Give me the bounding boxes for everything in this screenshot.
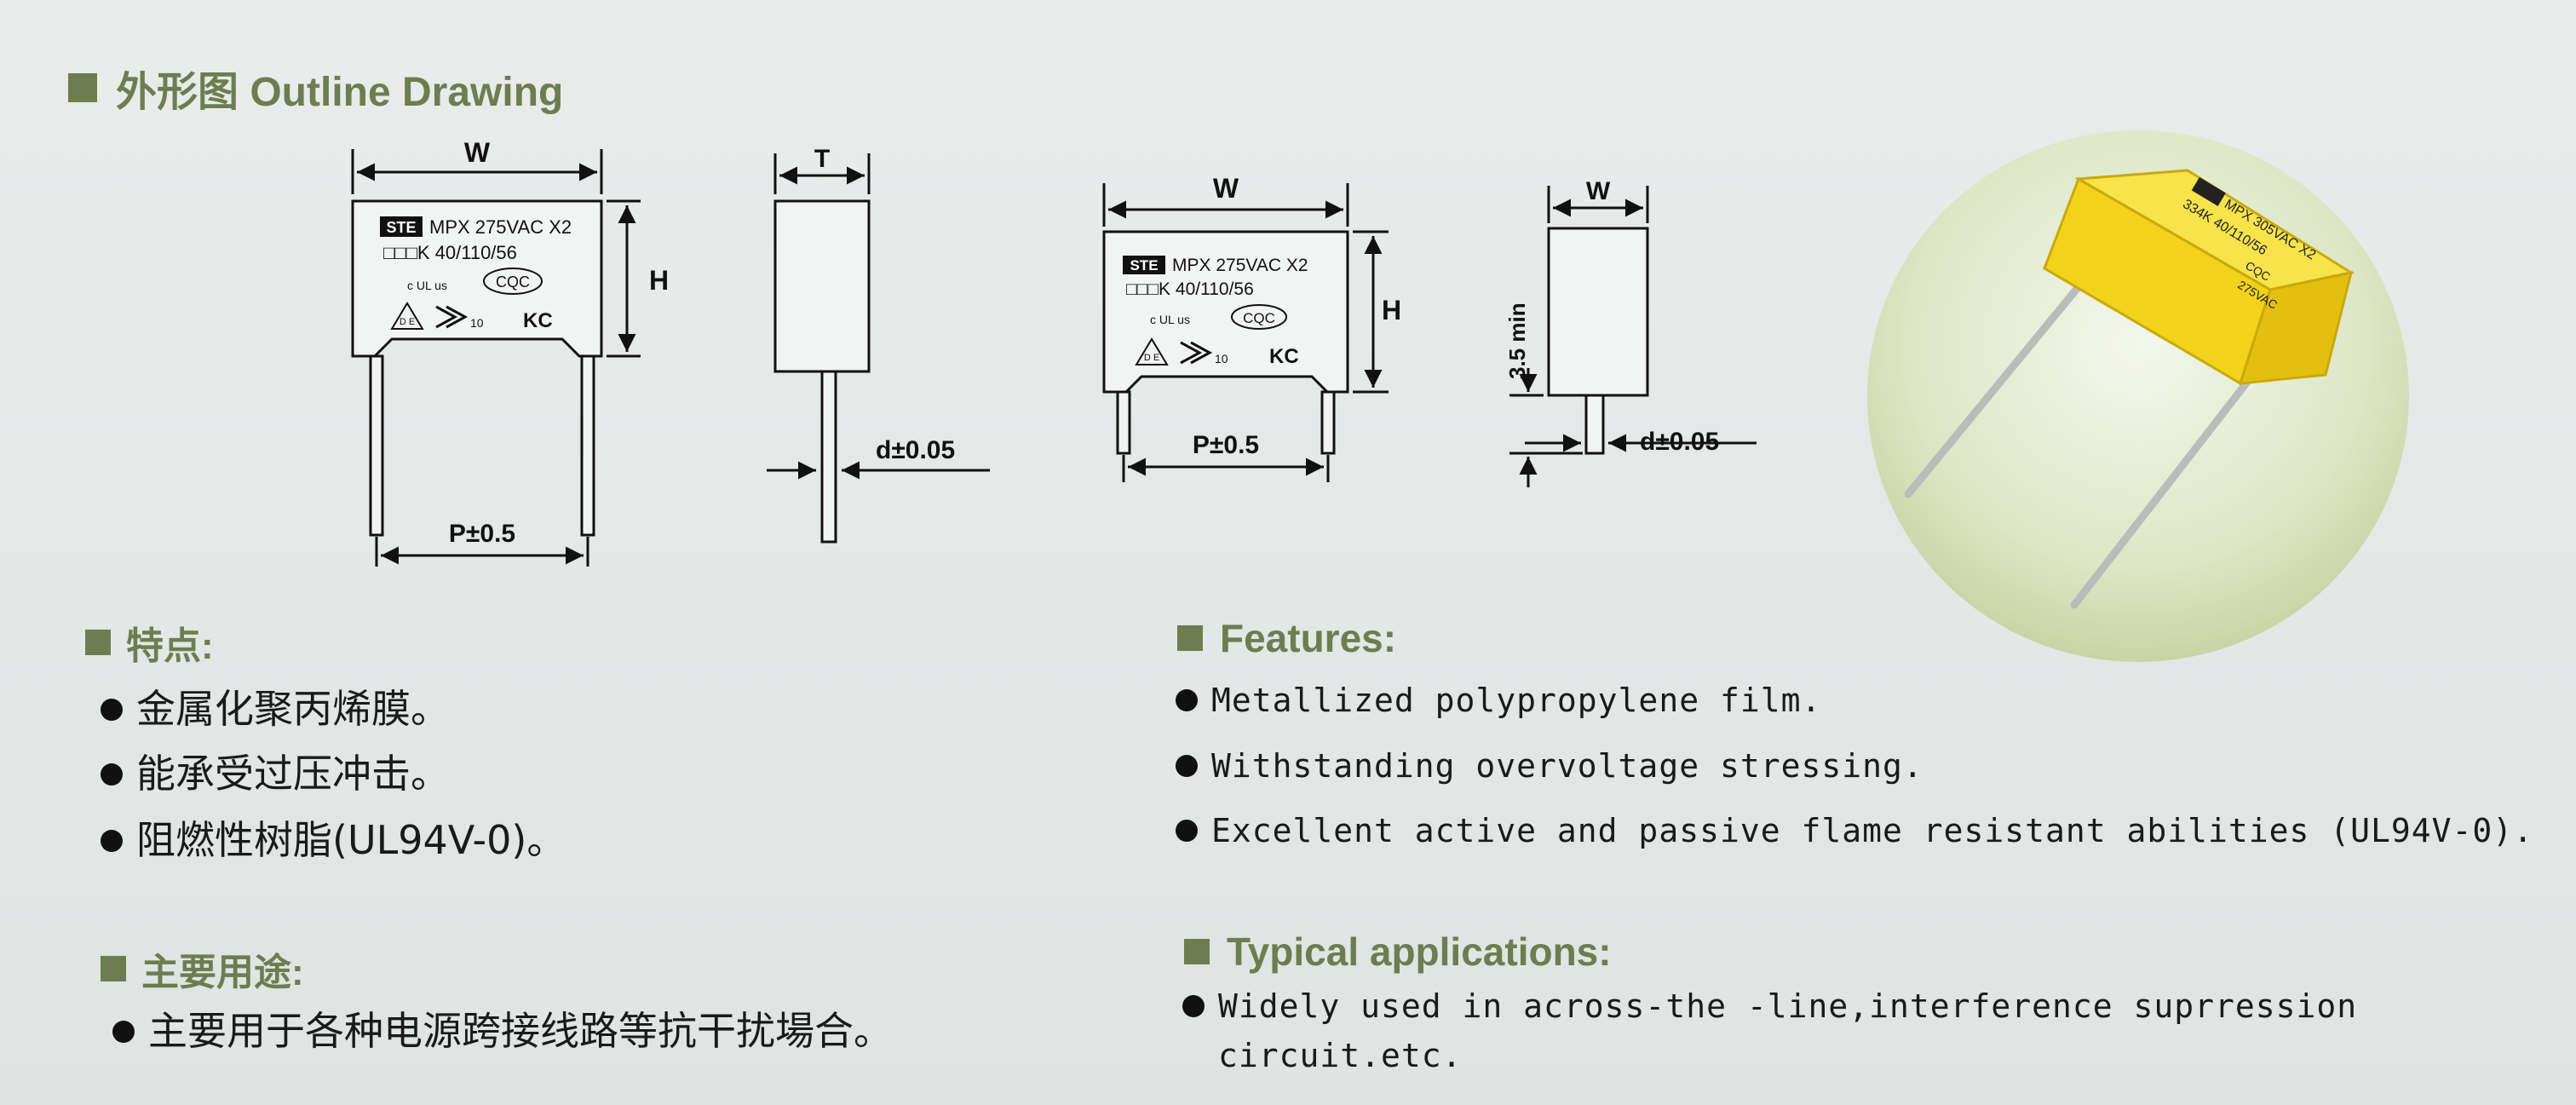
lead-length-label: 3.5 min: [1504, 302, 1530, 379]
outline-title: 外形图 Outline Drawing: [116, 70, 564, 115]
applications-en-heading: Typical applications:: [1184, 929, 1612, 975]
brand-logo-2: STE: [1130, 257, 1158, 273]
height-label-1: H: [649, 265, 669, 296]
features-en-item: Excellent active and passive flame resis…: [1176, 806, 2533, 855]
enec-icon-2: [1180, 341, 1213, 365]
body-marking-2: STE MPX 275VAC X2 □□□K 40/110/56 c UL us…: [1123, 256, 1308, 368]
cqc-oval-2: [1231, 304, 1287, 330]
applications-en-line1: Widely used in across-the -line,interfer…: [1218, 987, 2358, 1025]
cqc-oval-1: [483, 268, 543, 295]
kc-mark-2: KC: [1269, 345, 1299, 368]
width-label-3: W: [1586, 177, 1611, 205]
height-label-2: H: [1382, 295, 1401, 325]
bullet-icon: [1182, 995, 1205, 1017]
pitch-label-1: P±0.5: [449, 520, 515, 548]
bullet-icon: [101, 699, 123, 721]
marking-line2-1: □□□K 40/110/56: [383, 242, 517, 263]
features-en-title: Features:: [1220, 616, 1397, 660]
features-cn-title: 特点:: [126, 625, 214, 667]
heading-square-icon: [101, 956, 126, 981]
width-label-2: W: [1213, 173, 1239, 204]
brand-logo-1: STE: [386, 219, 416, 236]
applications-en-line2: circuit.etc.: [1218, 1037, 1463, 1074]
outline-heading: 外形图 Outline Drawing: [68, 58, 563, 118]
enec-icon-1: [435, 305, 469, 329]
bullet-icon: [101, 763, 123, 786]
enec-mark-2: 10: [1215, 352, 1228, 365]
applications-cn-item: 主要用于各种电源跨接线路等抗干扰場合。: [112, 1005, 893, 1056]
heading-square-icon: [1184, 939, 1210, 964]
lead-label-1: d±0.05: [876, 436, 955, 464]
side-view-1: [767, 153, 990, 544]
pitch-label-2: P±0.5: [1193, 431, 1259, 459]
features-cn-item: 阻燃性树脂(UL94V-0)。: [101, 814, 566, 866]
heading-square-icon: [85, 630, 111, 655]
features-en-item: Withstanding overvoltage stressing.: [1176, 741, 1923, 791]
side-view-2: [1509, 186, 1757, 487]
vde-triangle-icon-1: [390, 302, 424, 330]
outline-drawings: W H P±0.5 T d±0.05 W H P±0.5 W d±0.05 3.…: [351, 137, 1757, 567]
bullet-icon: [1176, 820, 1198, 842]
vde-mark-1: D E: [400, 317, 415, 327]
cqc-mark-1: CQC: [496, 273, 530, 291]
bullet-icon: [101, 830, 123, 852]
bullet-icon: [1176, 755, 1198, 777]
ul-mark-1: c UL us: [407, 279, 447, 292]
product-photo: MPX 305VAC X2 334K 40/110/56 CQC 275VAC: [1867, 130, 2409, 662]
features-cn-heading: 特点:: [85, 615, 214, 670]
marking-line1-2: MPX 275VAC X2: [1172, 256, 1308, 275]
heading-square-icon: [1177, 625, 1203, 651]
vde-mark-2: D E: [1144, 353, 1159, 363]
applications-cn-title: 主要用途:: [141, 952, 304, 993]
lead-label-2: d±0.05: [1640, 428, 1719, 456]
marking-line2-2: □□□K 40/110/56: [1126, 279, 1254, 299]
ul-mark-2: c UL us: [1150, 313, 1190, 326]
marking-line1-1: MPX 275VAC X2: [429, 216, 572, 238]
bullet-icon: [112, 1021, 135, 1043]
applications-en-item: Widely used in across-the -line,interfer…: [1182, 981, 2357, 1080]
enec-mark-1: 10: [470, 316, 484, 330]
vde-triangle-icon-2: [1135, 337, 1169, 365]
front-view-1: [351, 149, 641, 567]
kc-mark-1: KC: [523, 309, 553, 332]
cqc-mark-2: CQC: [1243, 310, 1275, 326]
body-marking-1: STE MPX 275VAC X2 □□□K 40/110/56 c UL us…: [380, 216, 572, 332]
features-cn-item: 金属化聚丙烯膜。: [101, 683, 450, 734]
width-label-1: W: [464, 137, 491, 168]
yellow-capacitor: MPX 305VAC X2 334K 40/110/56 CQC 275VAC: [1904, 169, 2355, 609]
features-cn-item: 能承受过压冲击。: [101, 748, 450, 799]
applications-cn-heading: 主要用途:: [101, 941, 304, 996]
applications-en-title: Typical applications:: [1227, 929, 1612, 974]
bullet-icon: [1176, 689, 1198, 711]
features-en-heading: Features:: [1177, 615, 1396, 661]
heading-square-icon: [68, 73, 97, 102]
thickness-label: T: [814, 145, 830, 173]
features-en-item: Metallized polypropylene film.: [1176, 676, 1821, 725]
